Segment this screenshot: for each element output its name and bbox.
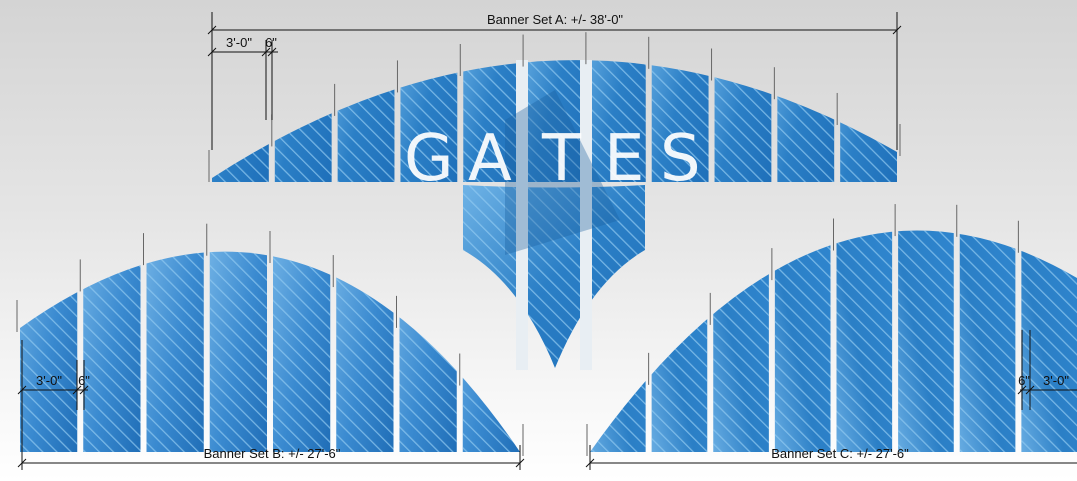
dimension-set-a <box>207 12 902 150</box>
dimension-width-set-a: 3'-0" <box>226 35 252 50</box>
dimension-width-set-c: 3'-0" <box>1043 373 1069 388</box>
logo-letter-g: G <box>404 122 454 196</box>
dimension-gap-set-c: 6" <box>1018 373 1030 388</box>
dimension-gap-set-b: 6" <box>78 373 90 388</box>
logo-letter-t: T <box>541 122 582 196</box>
dimension-set-c <box>585 330 1077 470</box>
logo-letter-a: A <box>468 122 512 196</box>
dimension-label-set-b: Banner Set B: +/- 27'-6" <box>204 446 341 461</box>
gates-logo: G A T E S <box>404 122 701 196</box>
logo-letter-s: S <box>660 122 701 196</box>
dimension-set-b <box>17 340 525 470</box>
dimension-width-set-b: 3'-0" <box>36 373 62 388</box>
dimension-label-set-a: Banner Set A: +/- 38'-0" <box>487 12 623 27</box>
center-banners <box>463 60 645 370</box>
dimension-gap-set-a: 6" <box>265 35 277 50</box>
banner-poles <box>16 32 1019 456</box>
dimension-label-set-c: Banner Set C: +/- 27'-6" <box>771 446 909 461</box>
logo-letter-e: E <box>604 122 644 196</box>
